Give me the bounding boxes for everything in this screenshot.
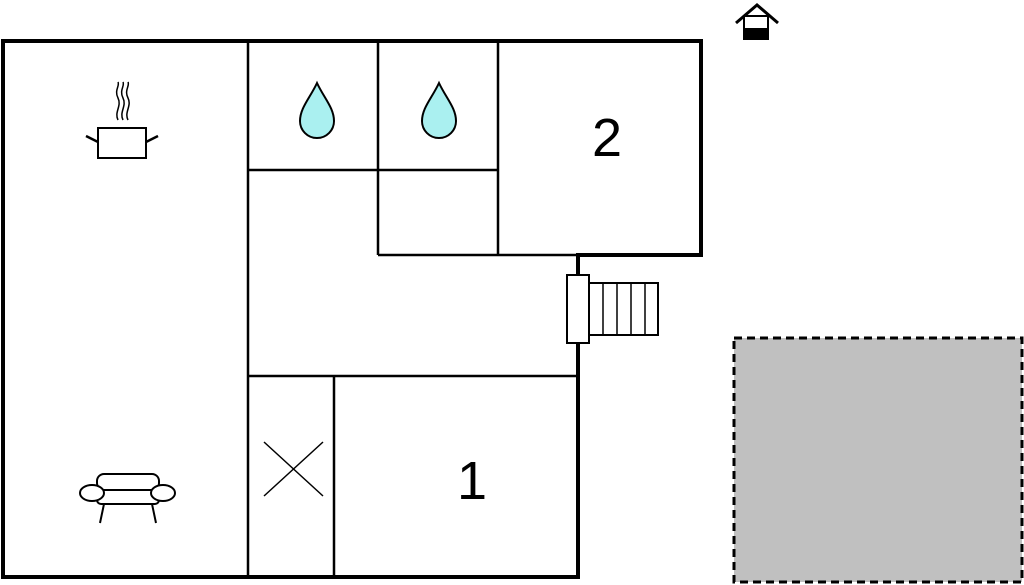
outdoor-area: [732, 336, 1024, 584]
water-drop-icon: [420, 80, 458, 139]
water-drop-icon: [298, 80, 336, 139]
cooking-pot-icon: [85, 81, 159, 159]
sofa-icon: [79, 473, 176, 524]
bedroom-1-number: 1: [457, 451, 487, 511]
bedroom-2-number: 2: [592, 108, 622, 168]
stairs-icon: [566, 274, 659, 344]
interior-walls: [246, 41, 578, 577]
cross-icon: [263, 441, 324, 497]
house-icon: [735, 3, 779, 40]
